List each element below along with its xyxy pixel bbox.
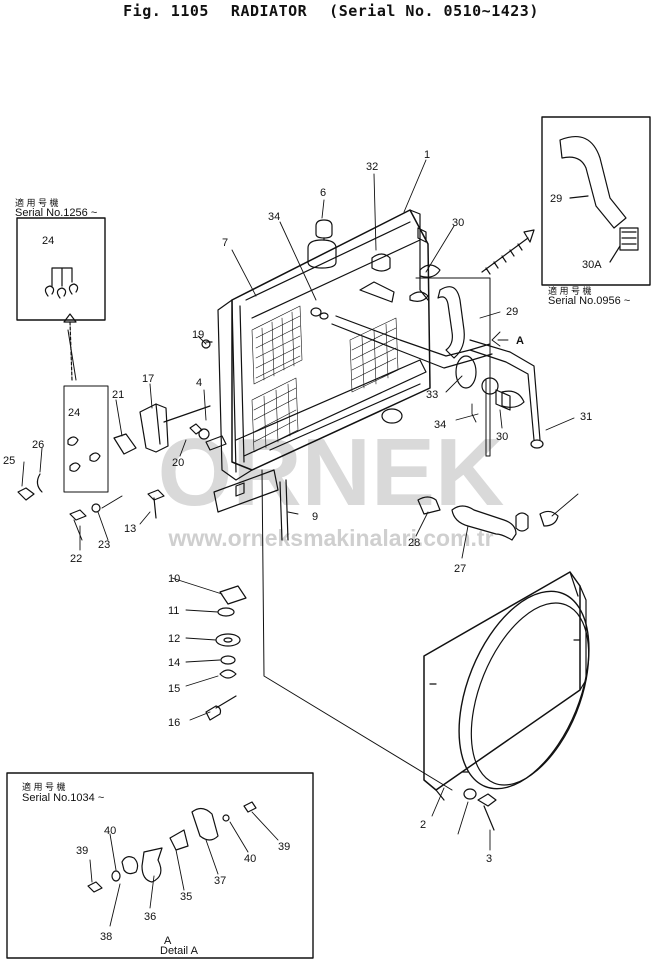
serial-top-right: Serial No.0956 ~ xyxy=(548,295,630,307)
callout-38: 38 xyxy=(100,931,112,943)
callout-40b: 40 xyxy=(244,853,256,865)
watermark-brand: ORNEK xyxy=(158,419,505,526)
callout-10: 10 xyxy=(168,573,180,585)
callout-17: 17 xyxy=(142,373,154,385)
callout-22: 22 xyxy=(70,553,82,565)
inset-detail-a xyxy=(6,772,314,959)
callout-39b: 39 xyxy=(278,841,290,853)
callout-34a: 34 xyxy=(268,211,280,223)
callout-39a: 39 xyxy=(76,845,88,857)
watermark-url: www.orneksmakinalari.com.tr xyxy=(167,525,493,551)
callout-34b: 34 xyxy=(434,419,446,431)
callout-33: 33 xyxy=(426,389,438,401)
serial-top-left: Serial No.1256 ~ xyxy=(15,207,97,219)
serial-range: (Serial No. 0510~1423) xyxy=(329,2,539,20)
callout-29a: 29 xyxy=(506,306,518,318)
detail-a-letter: A xyxy=(164,935,172,947)
callout-24a: 24 xyxy=(42,235,54,247)
inset-mark-bottom-left: 適 用 号 機 xyxy=(22,781,66,792)
callout-11: 11 xyxy=(168,605,179,617)
callout-26: 26 xyxy=(32,439,44,451)
callout-40a: 40 xyxy=(104,825,116,837)
serial-bottom-left: Serial No.1034 ~ xyxy=(22,792,104,804)
side-bracket xyxy=(139,339,227,453)
callout-28: 28 xyxy=(408,537,420,549)
callout-13: 13 xyxy=(124,523,136,535)
figure-title: Fig. 1105 RADIATOR (Serial No. 0510~1423) xyxy=(0,2,662,20)
callout-15: 15 xyxy=(168,683,180,695)
view-arrow xyxy=(481,229,535,275)
callout-3: 3 xyxy=(486,853,492,865)
fan-shroud xyxy=(423,571,590,831)
callout-29b: 29 xyxy=(550,193,562,205)
callout-27: 27 xyxy=(454,563,466,575)
lower-hose xyxy=(417,496,559,541)
clamp-30a-icon xyxy=(619,227,639,251)
callout-19: 19 xyxy=(192,329,204,341)
view-a-label: A xyxy=(516,335,524,347)
inset-top-right xyxy=(541,116,651,286)
callout-30a: 30 xyxy=(452,217,464,229)
inset-top-left xyxy=(16,217,106,381)
callout-9: 9 xyxy=(312,511,318,523)
callout-25: 25 xyxy=(3,455,15,467)
detail-a-label: Detail A xyxy=(160,945,199,957)
inset-mark-top-left: 適 用 号 機 xyxy=(15,197,59,208)
hose-29-icon xyxy=(559,136,627,229)
callout-4: 4 xyxy=(196,377,202,389)
callout-6: 6 xyxy=(320,187,326,199)
leader-lines xyxy=(21,159,579,927)
bolt-stack xyxy=(205,585,247,721)
callout-36: 36 xyxy=(144,911,156,923)
callout-21: 21 xyxy=(112,389,124,401)
figure-number: Fig. 1105 xyxy=(123,2,209,20)
watermark: ORNEK www.orneksmakinalari.com.tr xyxy=(158,419,505,551)
callout-14: 14 xyxy=(168,657,180,669)
callout-1: 1 xyxy=(424,149,430,161)
inset-mark-top-right: 適 用 号 機 xyxy=(548,285,592,296)
callout-24b: 24 xyxy=(68,407,80,419)
left-parts xyxy=(17,329,165,541)
serial-clip-icon xyxy=(44,267,79,299)
callout-20: 20 xyxy=(172,457,184,469)
cap-6-icon xyxy=(315,219,333,239)
callout-16: 16 xyxy=(168,717,180,729)
callout-35: 35 xyxy=(180,891,192,903)
callout-2: 2 xyxy=(420,819,426,831)
figure-name: RADIATOR xyxy=(230,2,308,20)
callout-31: 31 xyxy=(580,411,592,423)
callout-12: 12 xyxy=(168,633,180,645)
callout-23: 23 xyxy=(98,539,110,551)
callout-32: 32 xyxy=(366,161,378,173)
callout-37: 37 xyxy=(214,875,226,887)
callout-7: 7 xyxy=(222,237,228,249)
callout-30b: 30 xyxy=(496,431,508,443)
radiator-assembly xyxy=(213,209,453,791)
callout-30A: 30A xyxy=(582,259,602,271)
